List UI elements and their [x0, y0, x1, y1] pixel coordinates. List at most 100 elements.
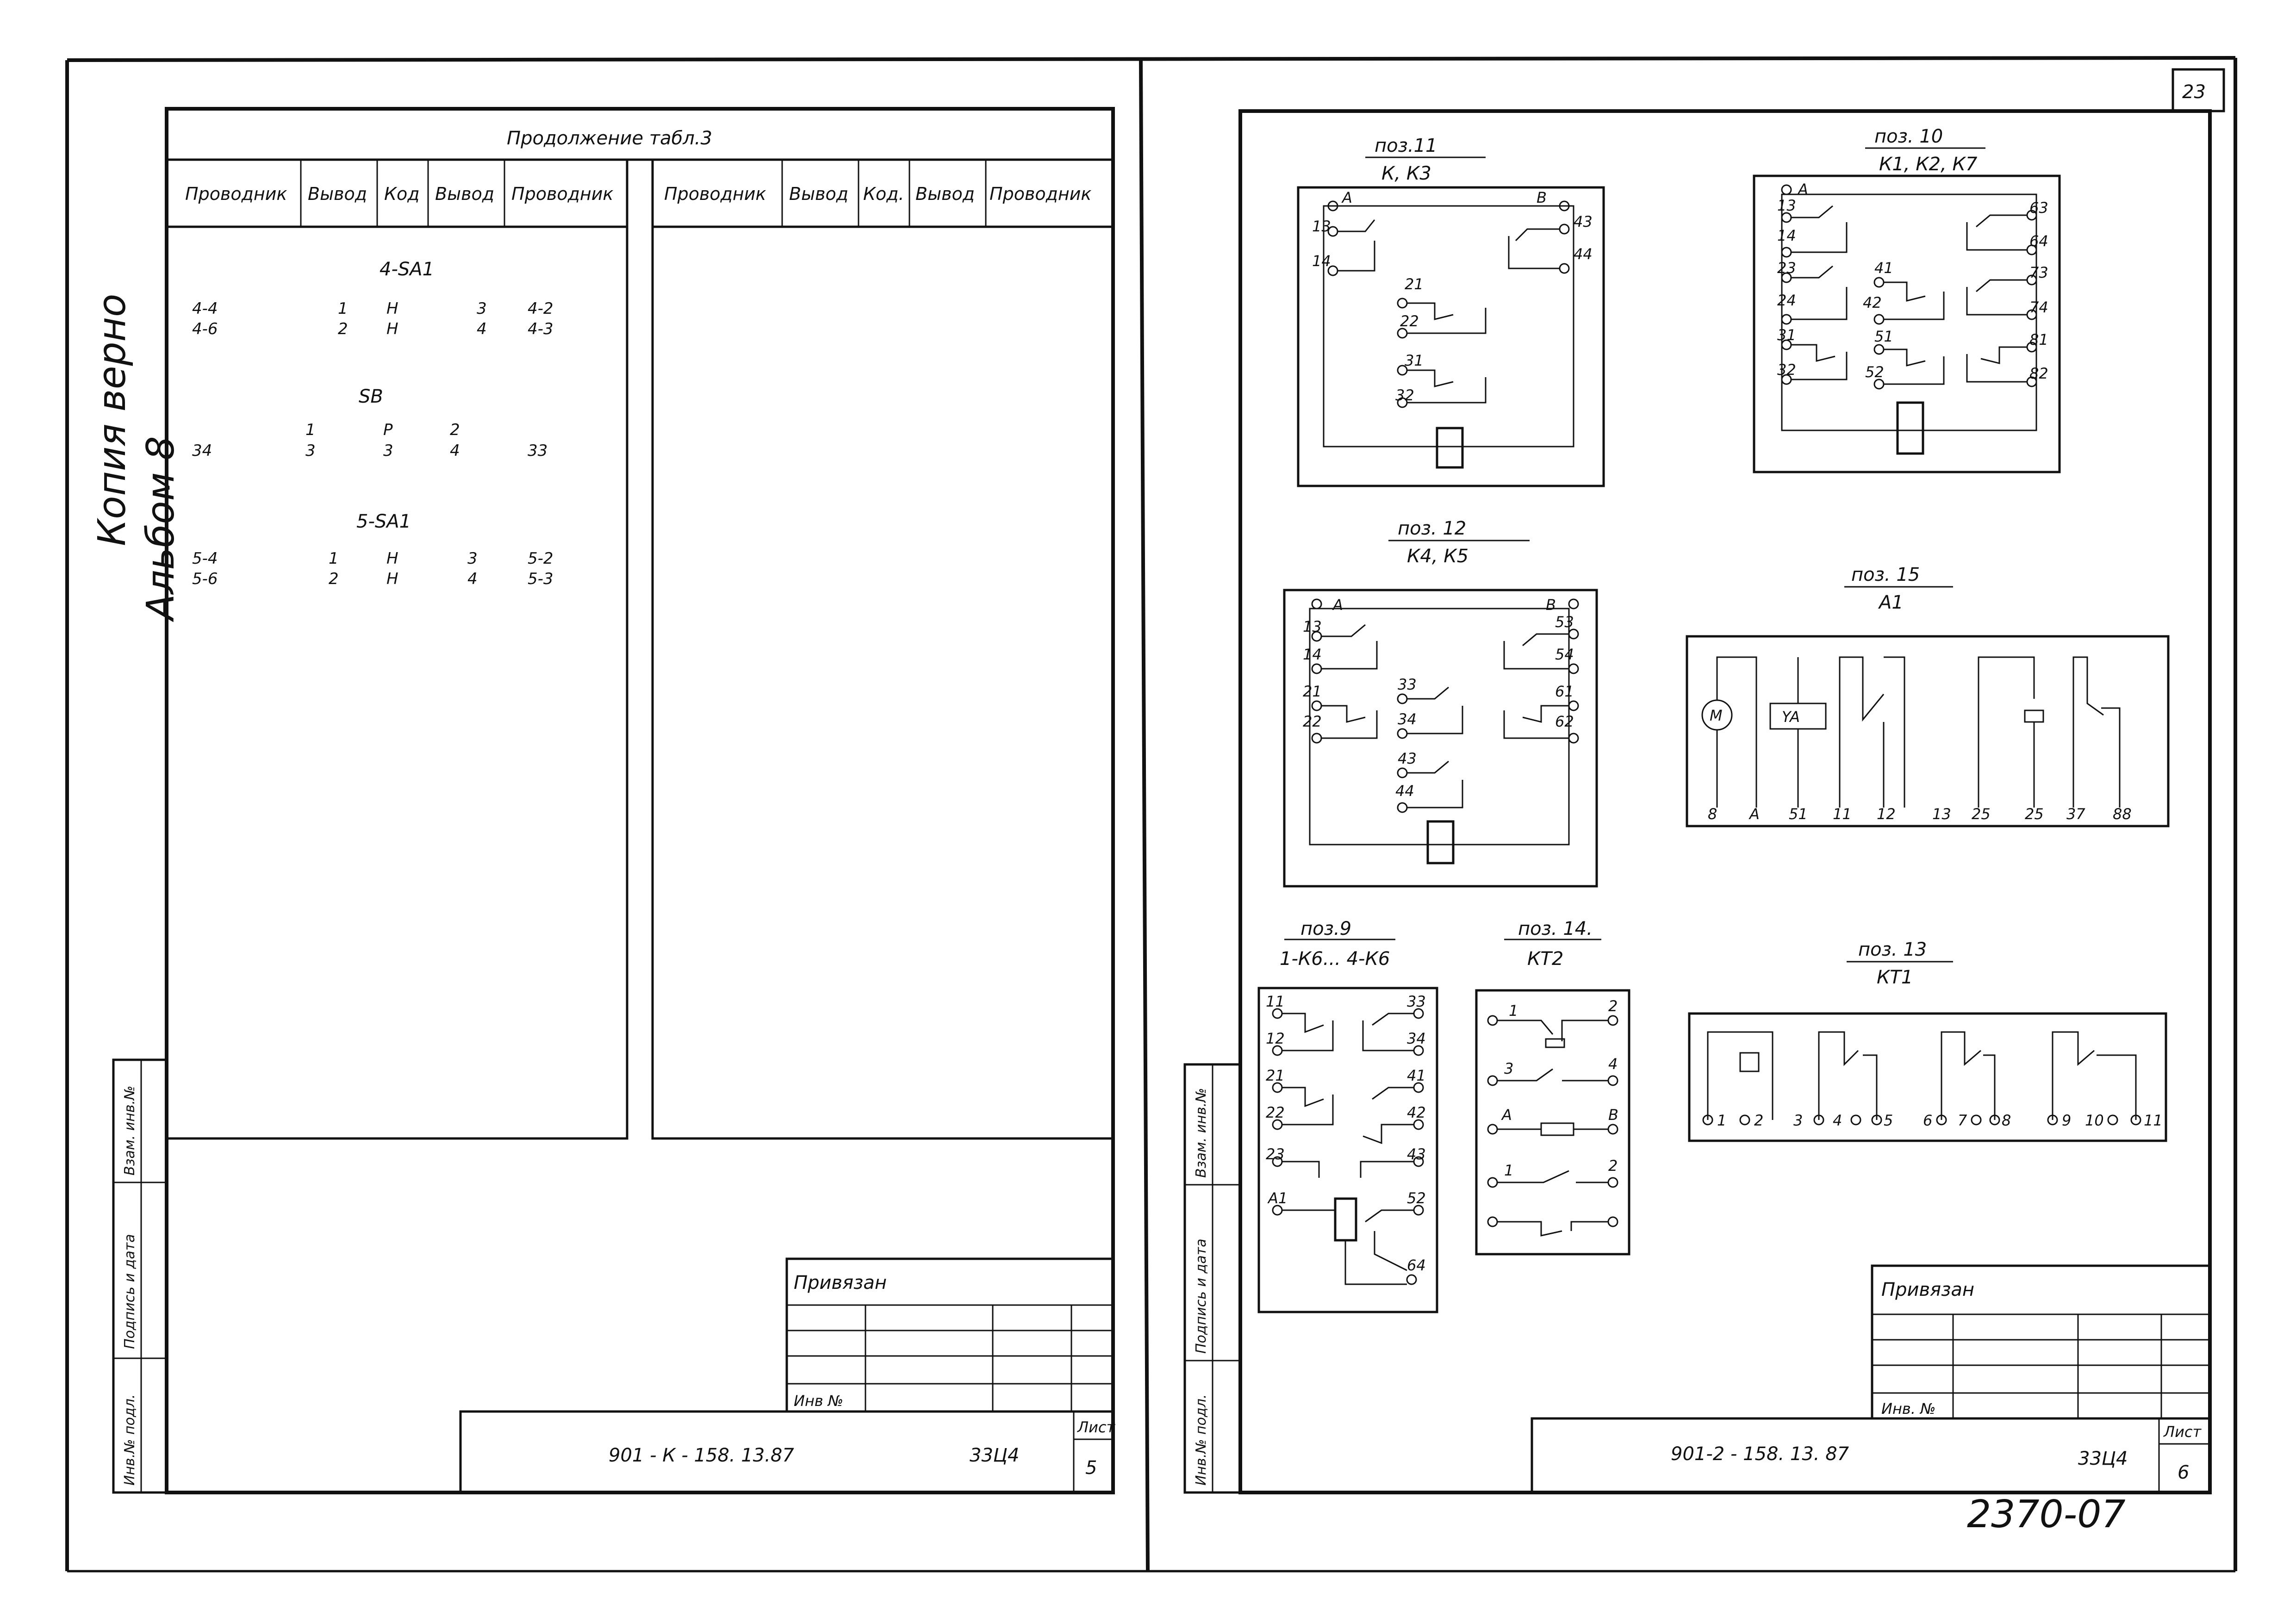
terminal: 54 [1555, 646, 1574, 663]
pos-label: поз. 14. [1518, 918, 1593, 939]
col-header: Вывод [435, 184, 494, 204]
terminal: 2 [1608, 997, 1618, 1015]
title-block: Привязан Инв. № 901-2 - 158. 13. 87 33Ц4… [1531, 1264, 2211, 1494]
terminal: 14 [1303, 646, 1322, 663]
side-strip: Взам. инв.№ Подпись и дата Инв.№ подл. [112, 1058, 168, 1494]
device-label: 1-К6... 4-К6 [1280, 948, 1390, 970]
terminal: 8 [2002, 1112, 2011, 1129]
terminal: А [1501, 1106, 1512, 1124]
terminal: 12 [1877, 805, 1896, 823]
left-sheet: Продолжение табл.3 Проводник Вывод Код В… [90, 107, 1115, 1494]
motor-label: М [1710, 707, 1723, 724]
terminal: 31 [1777, 326, 1796, 344]
terminal: 9 [2062, 1112, 2071, 1129]
device-label: КТ2 [1527, 948, 1563, 970]
cell: 4-2 [528, 299, 554, 318]
archive-number: 2370-07 [1967, 1492, 2126, 1536]
pos-label: поз. 13 [1858, 939, 1927, 960]
terminal: 3 [1793, 1112, 1803, 1129]
terminal: 10 [2085, 1112, 2104, 1129]
col-header: Проводник [511, 184, 613, 204]
handwritten-note: Копия верно [90, 294, 134, 546]
cell: 4-3 [528, 320, 554, 338]
doc-part: 33Ц4 [2078, 1448, 2128, 1469]
pos-label: поз.9 [1300, 918, 1351, 939]
terminal: 64 [2029, 232, 2048, 250]
terminal: 1 [1717, 1112, 1726, 1129]
terminal: 33 [1407, 993, 1426, 1010]
cell: 4-4 [192, 299, 218, 318]
list-label: Лист [2163, 1423, 2202, 1441]
list-number: 6 [2178, 1462, 2189, 1483]
terminal: 2 [1608, 1157, 1618, 1175]
ya-label: YA [1782, 708, 1800, 726]
terminal: 32 [1777, 361, 1796, 379]
terminal: 41 [1874, 259, 1893, 277]
diagram-pos-12: поз. 12 К4, К5 А В [1283, 518, 1598, 888]
device-label: К, К3 [1381, 163, 1431, 184]
terminal: 61 [1555, 683, 1574, 700]
terminal: 13 [1303, 618, 1322, 635]
diagram-pos-13: поз. 13 КТ1 1 2 3 4 [1688, 939, 2167, 1142]
terminal: 3 [1504, 1060, 1513, 1077]
terminal: 14 [1777, 227, 1796, 244]
doc-part: 33Ц4 [970, 1445, 1019, 1466]
terminal: 11 [1833, 805, 1852, 823]
diagram-pos-11: поз.11 К, К3 А В 13 14 43 44 21 [1297, 135, 1605, 487]
terminal: 23 [1777, 259, 1796, 277]
terminal: 5 [1884, 1112, 1893, 1129]
side-label: Подпись и дата [1193, 1239, 1209, 1354]
terminal: 88 [2113, 805, 2132, 823]
cell: 4-6 [192, 320, 218, 338]
col-header: Вывод [789, 184, 848, 204]
terminal: 22 [1400, 312, 1419, 330]
terminal: А1 [1267, 1189, 1288, 1207]
terminal: 42 [1863, 294, 1882, 311]
group-label: 4-SA1 [380, 259, 434, 280]
device-label: А1 [1878, 592, 1904, 613]
cell: 4 [467, 570, 478, 588]
terminal: 13 [1312, 218, 1331, 235]
terminal: 21 [1405, 275, 1424, 293]
terminal: 43 [1407, 1145, 1426, 1163]
terminal: 43 [1574, 213, 1593, 230]
terminal: 52 [1407, 1189, 1426, 1207]
right-sheet: 23 Взам. инв.№ Подпись и дата Инв.№ подл… [1183, 68, 2225, 1536]
privyazan-label: Привязан [1881, 1279, 1974, 1300]
cell: Н [386, 320, 398, 338]
terminal: 42 [1407, 1104, 1426, 1121]
terminal: 62 [1555, 713, 1574, 730]
side-label: Взам. инв.№ [122, 1086, 138, 1175]
pos-label: поз.11 [1375, 135, 1437, 156]
terminal: 12 [1266, 1030, 1285, 1047]
cell: 33 [528, 442, 548, 460]
terminal: 31 [1405, 352, 1424, 369]
terminal: 24 [1777, 292, 1796, 309]
terminal: 32 [1395, 386, 1414, 404]
terminal: 22 [1266, 1104, 1285, 1121]
title-block: Привязан Инв № 901 - К - 158. 13.87 33Ц4… [459, 1257, 1115, 1494]
sheet-number: 23 [2182, 81, 2206, 103]
inv-label: Инв № [794, 1392, 843, 1410]
diagram-pos-15: поз. 15 А1 М YA 8 А 51 11 12 13 [1686, 564, 2170, 827]
side-strip: Взам. инв.№ Подпись и дата Инв.№ подл. [1183, 1063, 1242, 1494]
side-label: Инв.№ подл. [122, 1394, 138, 1486]
terminal: 81 [2029, 331, 2048, 348]
terminal: 22 [1303, 713, 1322, 730]
cell: 5-4 [192, 549, 218, 568]
page-frames [65, 56, 2237, 1573]
terminal: 2 [1754, 1112, 1763, 1129]
cell: 5-3 [528, 570, 554, 588]
terminal: 4 [1833, 1112, 1842, 1129]
col-header: Код. [863, 184, 904, 204]
device-label: К4, К5 [1407, 546, 1468, 567]
terminal: 44 [1395, 782, 1414, 800]
terminal: А [1341, 189, 1352, 206]
terminal: А [1332, 596, 1343, 614]
pos-label: поз. 10 [1874, 126, 1943, 147]
terminal: 8 [1708, 805, 1717, 823]
cell: 3 [467, 549, 478, 568]
cell: 5-6 [192, 570, 218, 588]
col-header: Код [384, 184, 420, 204]
